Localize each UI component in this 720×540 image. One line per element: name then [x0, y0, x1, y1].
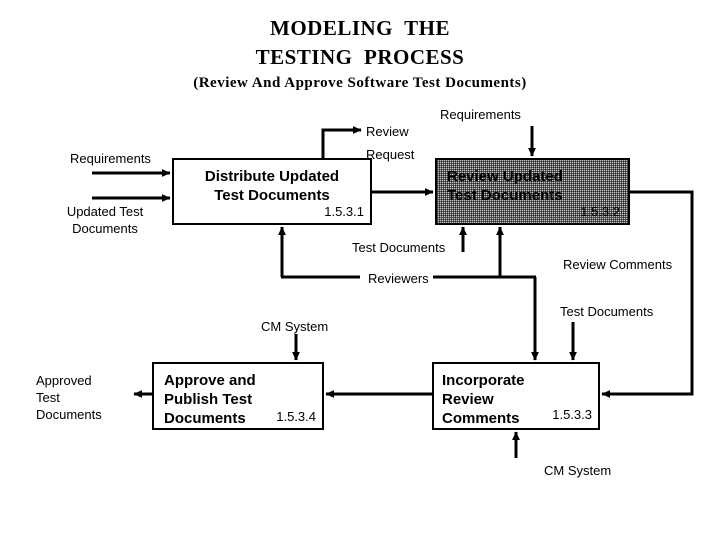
process-box-review-updated-test-documents[interactable]: Review Updated Test Documents 1.5.3.2	[435, 158, 630, 225]
flow-label-review-comments: Review Comments	[563, 257, 673, 272]
flow-label-cm-system-bottom: CM System	[544, 463, 612, 478]
flow-label-requirements-top: Requirements	[440, 107, 521, 122]
arrow-review-comments-to-incorporate	[601, 190, 694, 398]
arrow-distribute-to-review-request	[321, 126, 362, 158]
flow-label-approved-test-documents: Approved Test Documents	[36, 373, 102, 422]
process-id: 1.5.3.2	[580, 204, 620, 219]
flow-label-test-documents-right: Test Documents	[560, 304, 654, 319]
flow-label-cm-system-middle: CM System	[261, 319, 329, 334]
process-box-incorporate-review-comments[interactable]: Incorporate Review Comments 1.5.3.3	[432, 362, 600, 430]
flow-label-requirements-left: Requirements	[70, 151, 151, 166]
process-title: Approve and Publish Test Documents	[164, 372, 256, 427]
flow-label-test-documents-middle: Test Documents	[352, 240, 446, 255]
process-id: 1.5.3.4	[276, 409, 316, 424]
page-title-line-2: TESTING PROCESS	[255, 45, 465, 69]
page-title-line-1: MODELING THE	[270, 16, 450, 40]
process-box-approve-and-publish-test-documents[interactable]: Approve and Publish Test Documents 1.5.3…	[152, 362, 324, 430]
flow-label-review-request: Review Request	[366, 124, 415, 162]
process-title: Review Updated Test Documents	[447, 168, 563, 204]
flow-label-updated-test-documents: Updated Test Documents	[66, 204, 144, 236]
process-title: Distribute Updated Test Documents	[204, 168, 340, 204]
process-box-distribute-updated-test-documents[interactable]: Distribute Updated Test Documents 1.5.3.…	[172, 158, 372, 225]
process-title: Incorporate Review Comments	[442, 372, 525, 427]
process-id: 1.5.3.3	[552, 407, 592, 422]
flow-label-reviewers: Reviewers	[364, 270, 433, 287]
process-id: 1.5.3.1	[324, 204, 364, 219]
page-subtitle: (Review And Approve Software Test Docume…	[193, 75, 527, 91]
